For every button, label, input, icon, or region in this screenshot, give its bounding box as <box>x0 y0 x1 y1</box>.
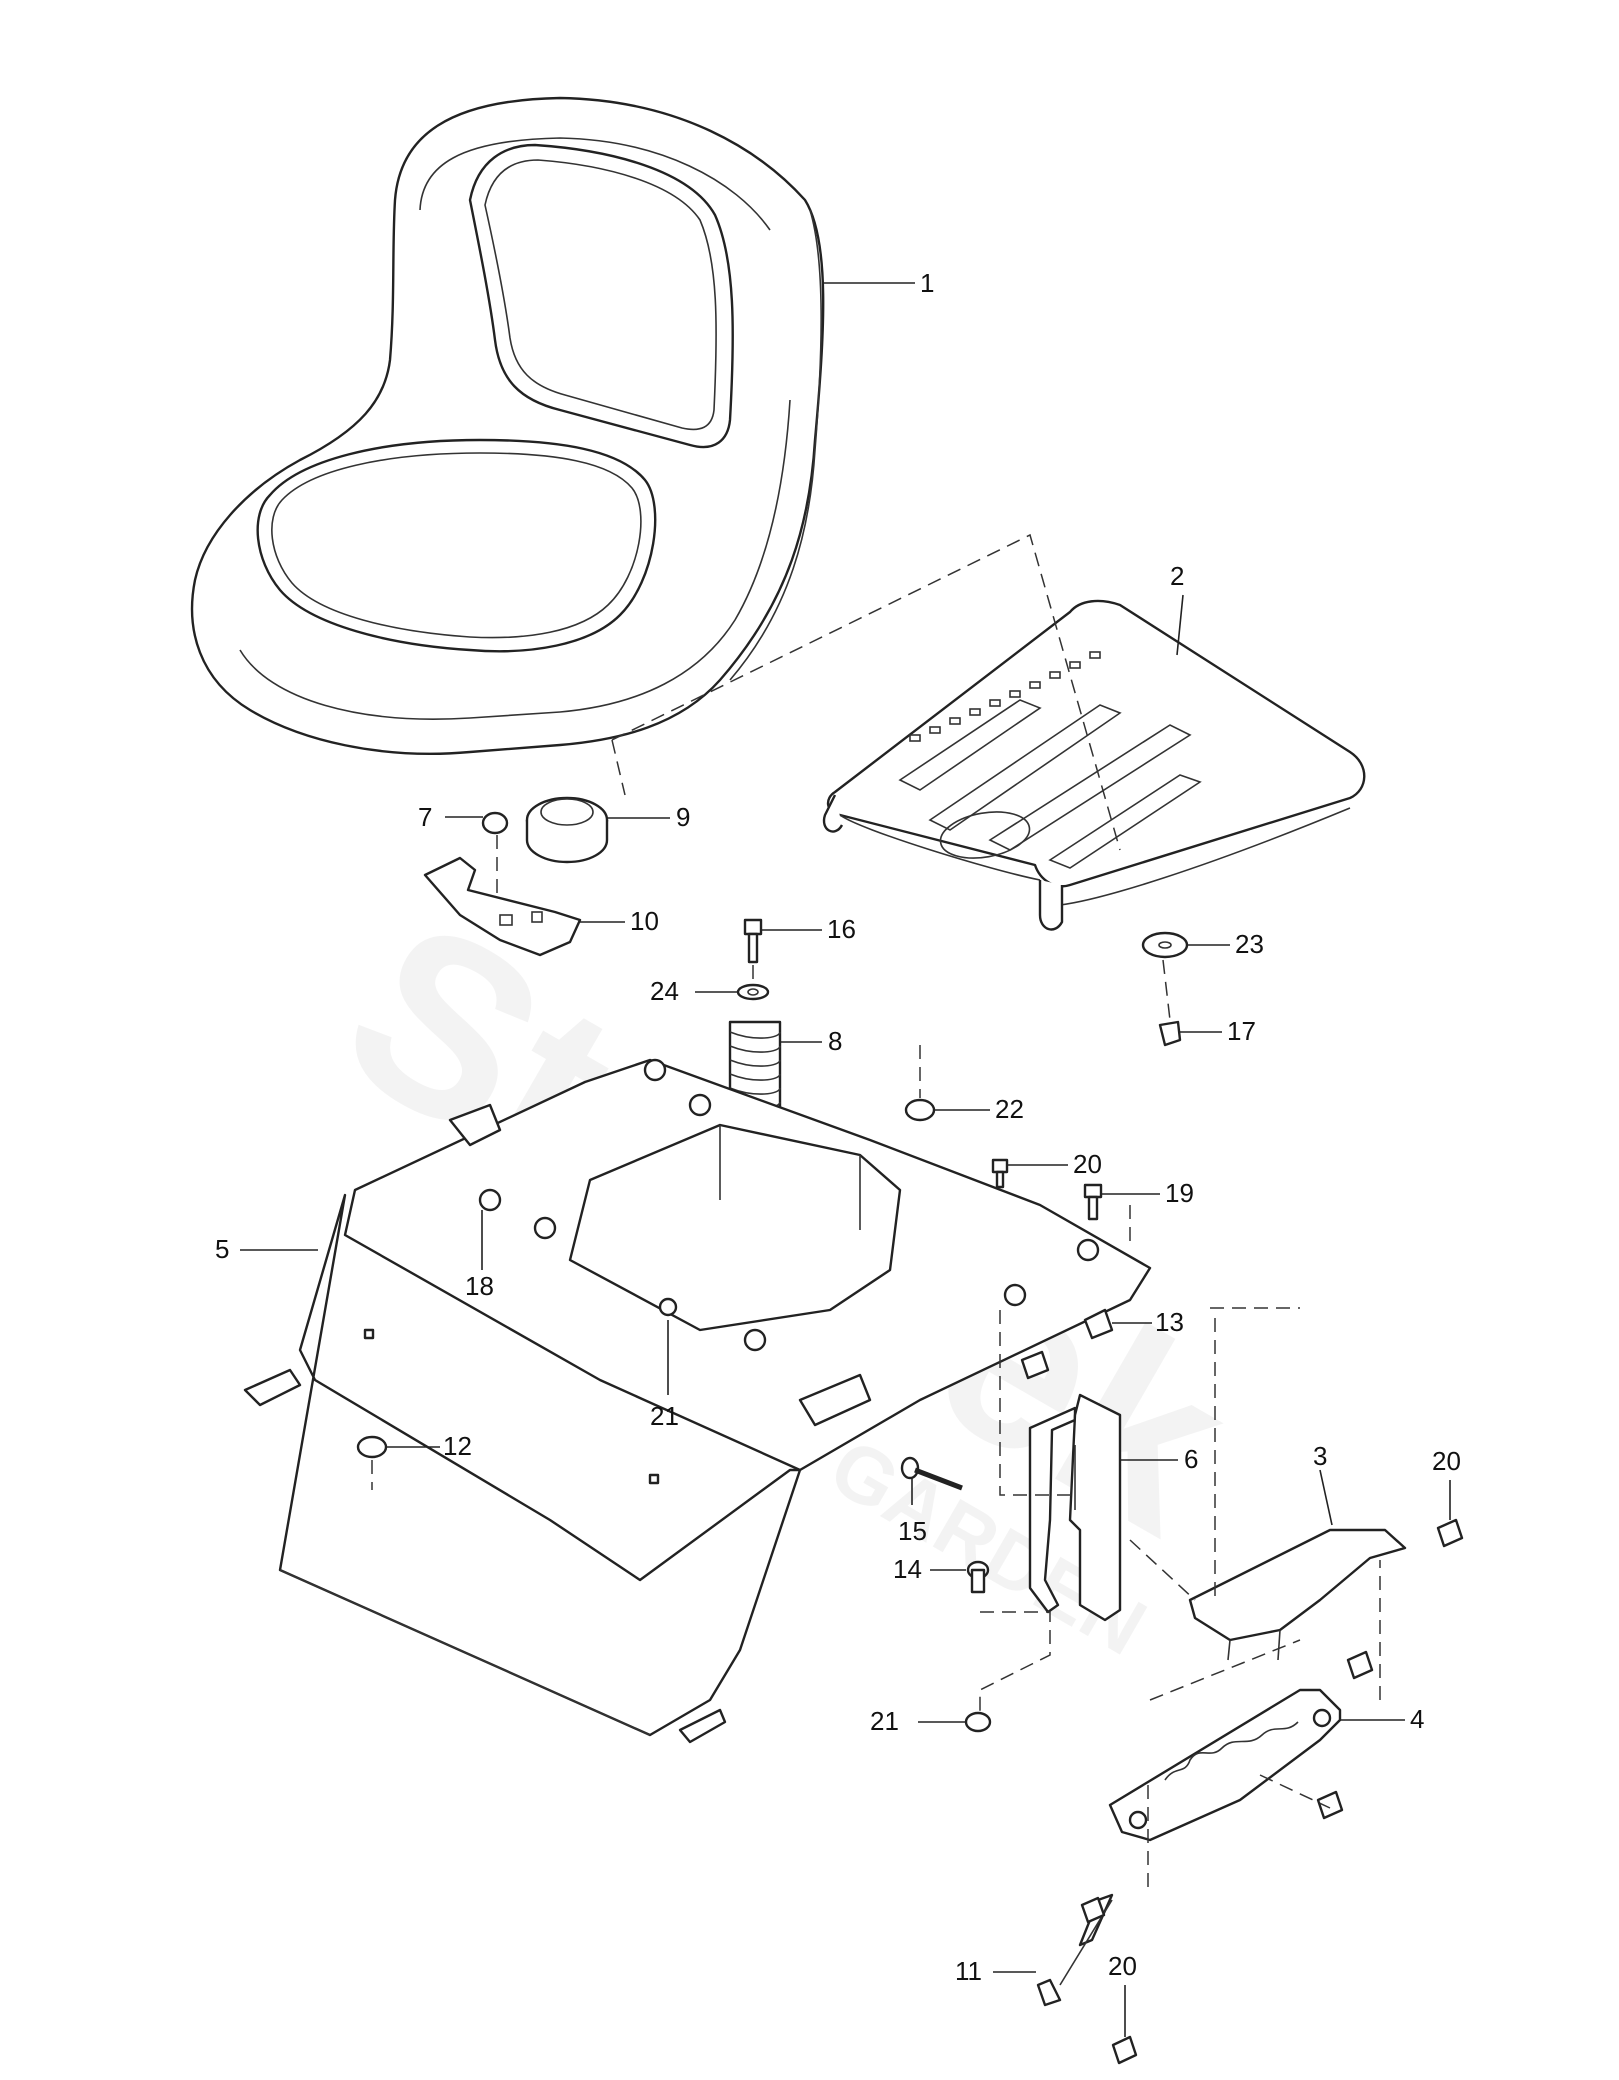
seat-plate-connector-2 <box>611 739 626 796</box>
callout-23: 23 <box>1235 929 1264 959</box>
callout-2: 2 <box>1170 561 1184 591</box>
callout-5: 5 <box>215 1234 229 1264</box>
callout-10: 10 <box>630 906 659 936</box>
callout-9: 9 <box>676 802 690 832</box>
callout-18: 18 <box>465 1271 494 1301</box>
callout-8: 8 <box>828 1026 842 1056</box>
assembly-connectors <box>371 1205 1381 1895</box>
callout-4: 4 <box>1410 1704 1424 1734</box>
seat-switch <box>525 796 670 864</box>
callout-14: 14 <box>893 1554 922 1584</box>
link-rod <box>993 1893 1114 2007</box>
seat-plate-connector <box>611 533 1121 851</box>
base-frame <box>240 1058 1152 1744</box>
screw-20c <box>1080 1896 1138 2065</box>
callout-21b: 21 <box>870 1706 899 1736</box>
callout-13: 13 <box>1155 1307 1184 1337</box>
lever-plate <box>1108 1688 1405 1842</box>
switch-bracket <box>423 856 625 957</box>
lever-bracket <box>1028 1393 1178 1622</box>
callout-12: 12 <box>443 1431 472 1461</box>
seat-adjust-plate <box>1188 1469 1407 1661</box>
callout-24: 24 <box>650 976 679 1006</box>
seat-plate <box>822 594 1366 931</box>
callout-16: 16 <box>827 914 856 944</box>
callout-21a: 21 <box>650 1401 679 1431</box>
callout-20b: 20 <box>1432 1446 1461 1476</box>
callout-19: 19 <box>1165 1178 1194 1208</box>
seat <box>190 96 915 755</box>
frame-fasteners <box>478 1058 1100 1352</box>
clip <box>445 811 509 905</box>
callout-20c: 20 <box>1108 1951 1137 1981</box>
callout-7: 7 <box>418 802 432 832</box>
screw-20a <box>991 1158 1068 1189</box>
bolt-17 <box>1158 1020 1222 1047</box>
callouts: 1 2 3 4 5 6 7 8 9 10 11 12 13 14 15 16 1… <box>215 268 1461 1986</box>
callout-22: 22 <box>995 1094 1024 1124</box>
washer <box>695 983 770 1001</box>
washer-23 <box>1141 931 1230 1021</box>
screw-19 <box>1083 1183 1160 1221</box>
bumper <box>356 1435 440 1459</box>
callout-20a: 20 <box>1073 1149 1102 1179</box>
clip-13 <box>1020 1308 1152 1380</box>
seat-plate-slots <box>909 651 1101 742</box>
nut-21b <box>918 1711 992 1733</box>
callout-6: 6 <box>1184 1444 1198 1474</box>
pin-15 <box>900 1456 963 1505</box>
callout-15: 15 <box>898 1516 927 1546</box>
pin-14 <box>930 1560 990 1594</box>
callout-17: 17 <box>1227 1016 1256 1046</box>
callout-3: 3 <box>1313 1441 1327 1471</box>
bolt <box>743 918 822 990</box>
screw-20b <box>1316 1480 1464 1820</box>
nut-22 <box>904 1045 990 1122</box>
callout-1: 1 <box>920 268 934 298</box>
callout-11: 11 <box>955 1956 982 1986</box>
